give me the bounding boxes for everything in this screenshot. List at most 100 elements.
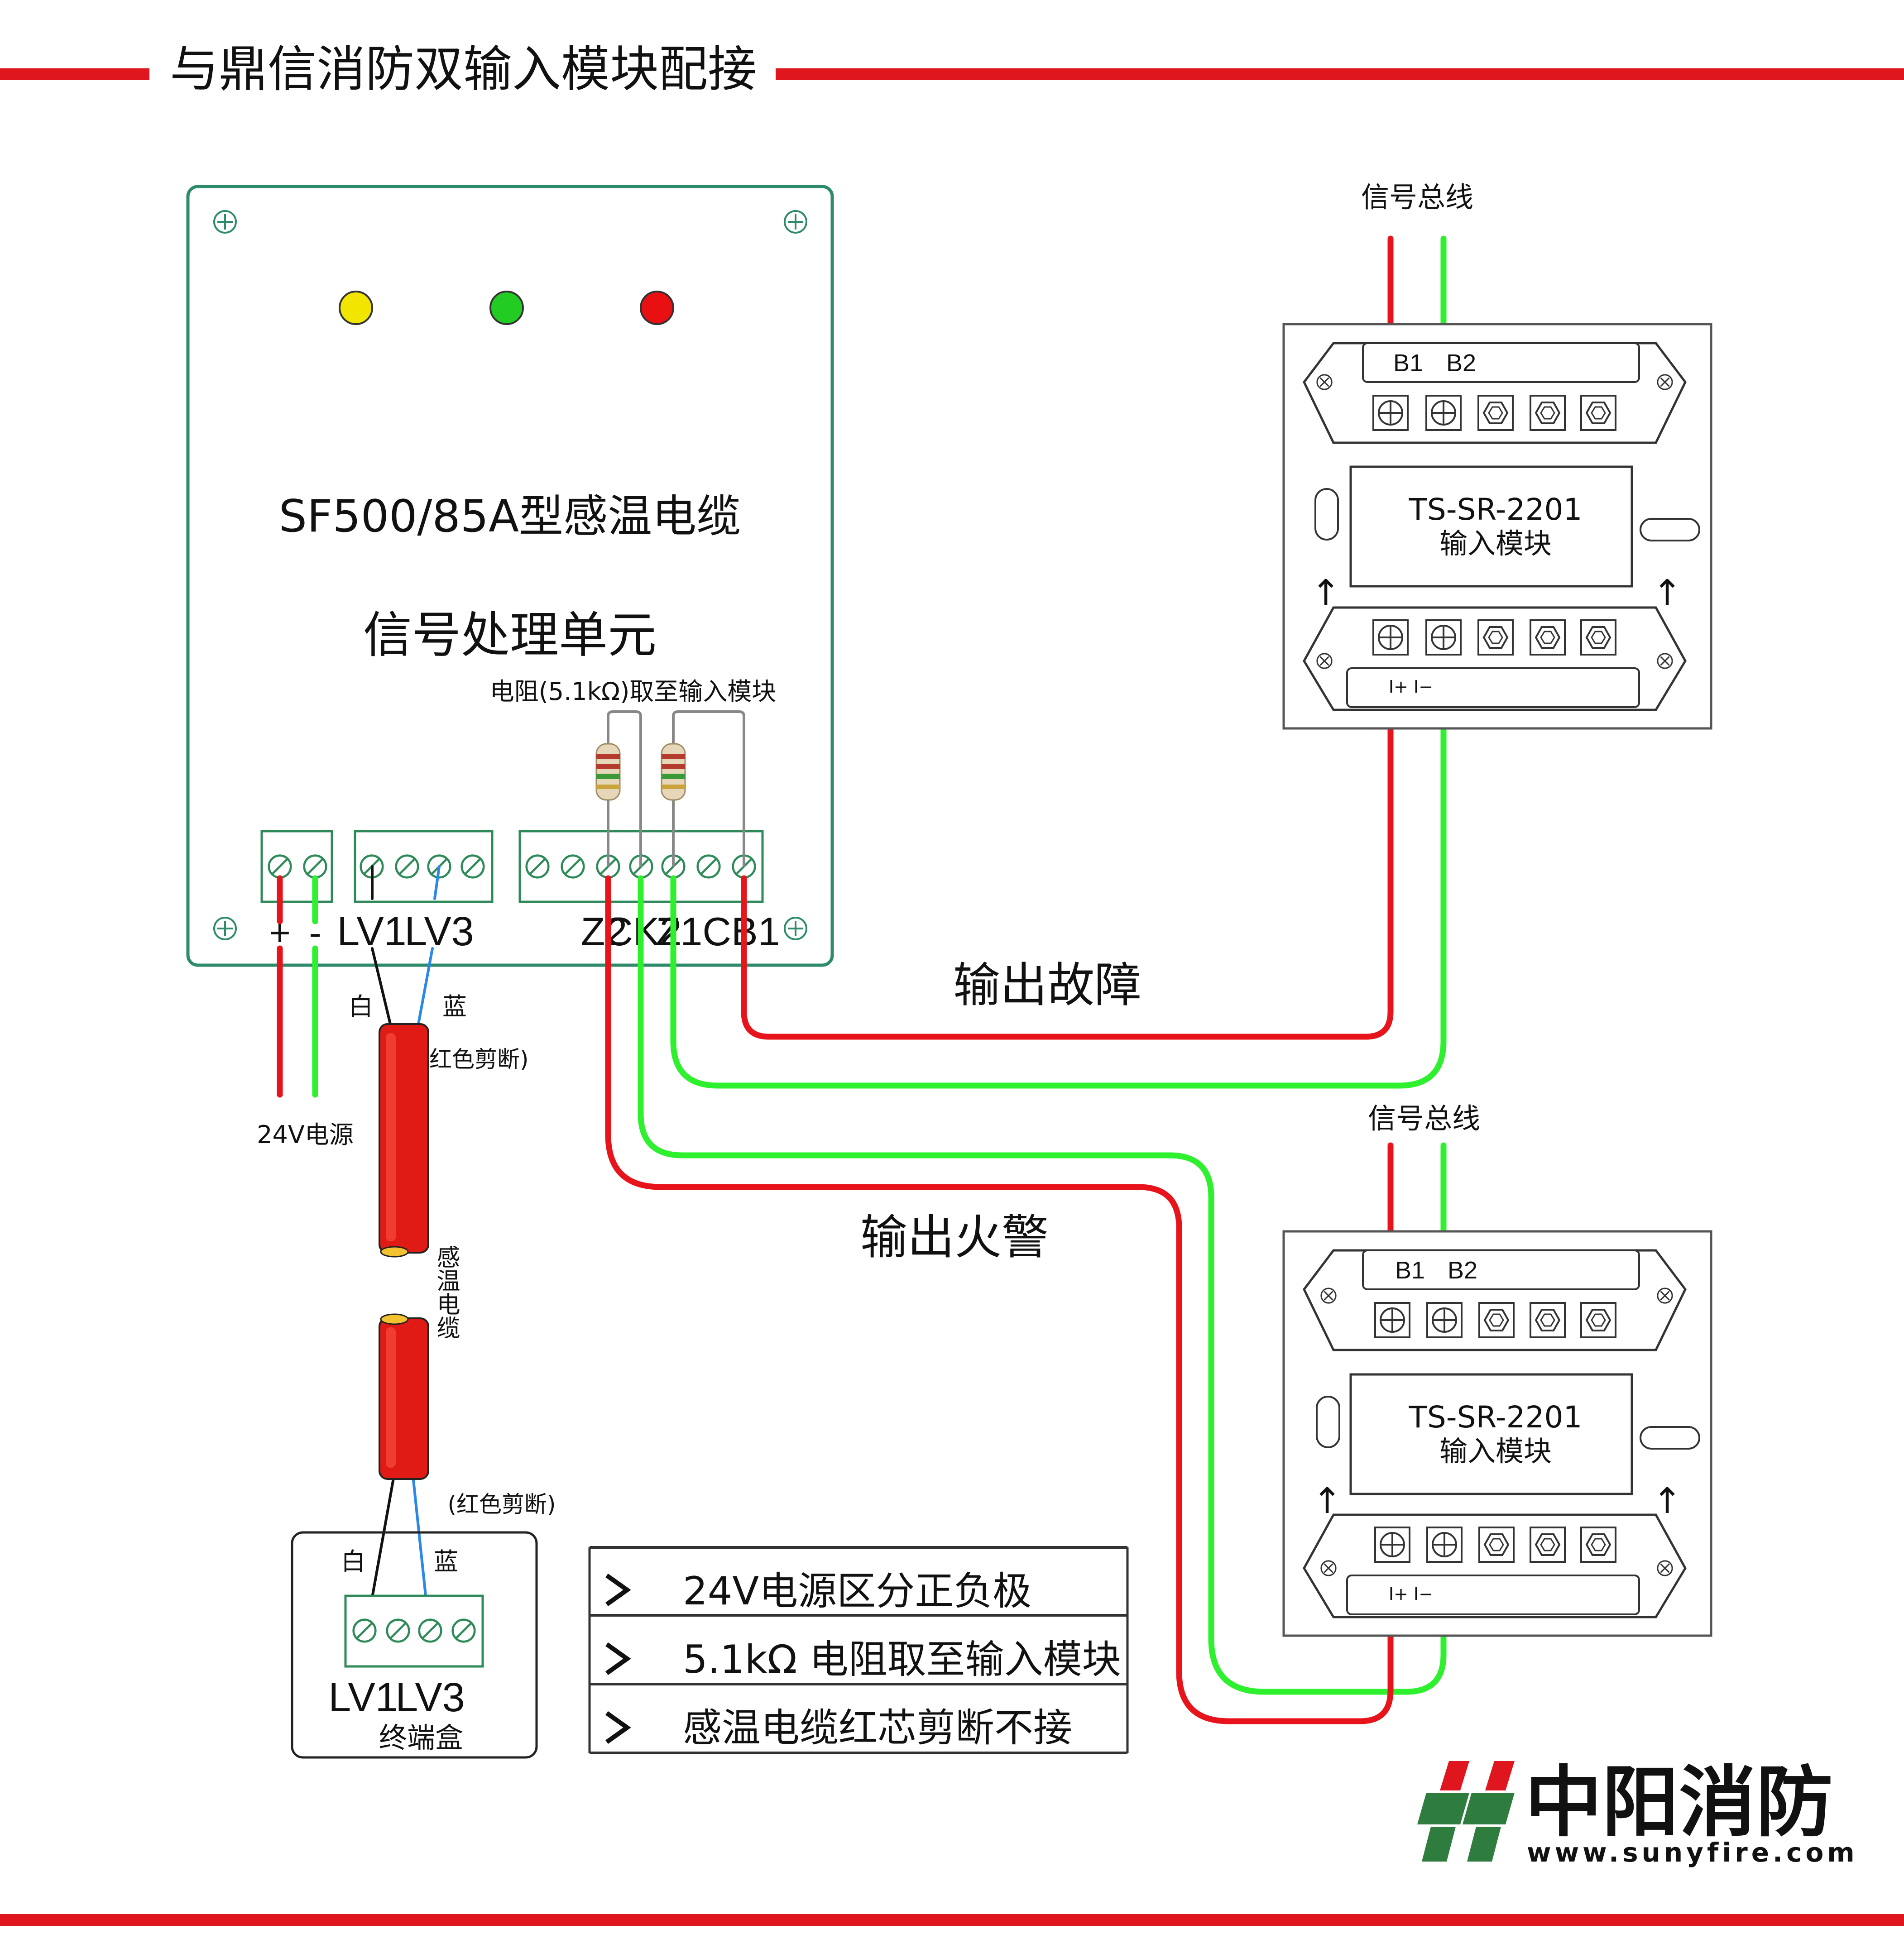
module-model: TS-SR-2201 <box>1409 492 1583 527</box>
cable-highlight <box>386 1327 396 1468</box>
module-slot <box>1640 518 1700 541</box>
hex-screw-icon <box>1478 1302 1515 1338</box>
cable-core-end <box>380 1246 409 1258</box>
terminal-label-lv1: LV1 <box>337 909 406 954</box>
bus-screw-icon <box>1425 395 1462 431</box>
terminal-screw-icon <box>462 856 484 878</box>
module-model: TS-SR-2201 <box>1409 1400 1583 1435</box>
led-green <box>489 291 524 325</box>
footer-rule <box>0 1914 1904 1926</box>
cable-cut-note-2: (红色剪断) <box>447 1491 556 1517</box>
module-bus-label: 信号总线 <box>1368 1102 1480 1135</box>
input-module-2: 信号总线 B1 B2 TS-SR-2201 输入模块 ↑ ↑ I+ I− <box>1282 1102 1712 1637</box>
output-fire-label: 输出火警 <box>860 1210 1049 1265</box>
module-name: 输入模块 <box>1439 527 1552 560</box>
wire-fault-red <box>741 670 1394 1040</box>
led-red <box>640 291 674 325</box>
hex-screw-icon <box>1530 619 1566 656</box>
input-module-1: 信号总线 B1 B2 TS-SR-2201 输入模块 ↑ ↑ I+ I− <box>1282 181 1712 730</box>
input-screw-icon <box>1426 1527 1463 1563</box>
input-screw-icon <box>1425 619 1462 656</box>
input-screw-icon <box>1374 1527 1410 1563</box>
cable-core-end <box>380 1313 409 1325</box>
brand-logo-icon <box>1417 1761 1515 1862</box>
module-slot <box>1640 1426 1700 1450</box>
terminal-label-z2: Z2 <box>581 909 628 954</box>
hex-screw-icon <box>1530 1527 1566 1563</box>
terminal-box: LV1 LV3 终端盒 <box>291 1531 538 1759</box>
cable-blue-label-2: 蓝 <box>434 1547 458 1576</box>
hex-screw-icon <box>1477 395 1514 431</box>
module-b1-label: B1 <box>1395 1257 1425 1284</box>
mount-screw-icon <box>1657 1560 1673 1576</box>
terminal-label-z1: Z1 <box>656 909 703 954</box>
module-slot <box>1314 488 1339 541</box>
module-bottom-marks: I+ I− <box>1389 677 1433 697</box>
page-title: 与鼎信消防双输入模块配接 <box>170 41 757 98</box>
module-b2-label: B2 <box>1446 349 1476 377</box>
led-yellow <box>339 291 373 325</box>
module-b2-label: B2 <box>1448 1257 1477 1284</box>
hex-screw-icon <box>1580 619 1616 656</box>
wire-fire-green <box>638 875 1447 1695</box>
module-name: 输入模块 <box>1439 1435 1552 1468</box>
box-label-lv1: LV1 <box>328 1675 398 1720</box>
arrow-up-icon: ↑ <box>1652 573 1682 613</box>
cable-name: 感温电缆 <box>432 1245 460 1339</box>
mount-screw-icon <box>1657 374 1673 390</box>
mount-screw-icon <box>784 917 807 940</box>
note-item: 5.1kΩ 电阻取至输入模块 <box>683 1637 1121 1682</box>
terminal-screw-icon <box>304 856 326 878</box>
mount-screw-icon <box>1316 374 1333 390</box>
hex-screw-icon <box>1530 395 1566 431</box>
module-label-panel <box>1349 465 1633 588</box>
brand-url[interactable]: www.sunyfire.com <box>1527 1837 1858 1868</box>
heat-cable: 白 蓝 (红色剪断) 感温电缆 (红色剪断) 白 蓝 <box>341 992 556 1576</box>
output-fault-label: 输出故障 <box>953 957 1141 1013</box>
mount-screw-icon <box>1320 1288 1337 1304</box>
core-blue <box>417 947 434 1025</box>
wire-fault-green <box>670 670 1447 1089</box>
terminal-screw-icon <box>269 856 291 878</box>
terminal-screw-icon <box>562 856 584 878</box>
bus-screw-icon <box>1426 1302 1463 1338</box>
mount-screw-icon <box>1657 653 1673 669</box>
module-bottom-marks: I+ I− <box>1389 1584 1433 1604</box>
box-label-lv3: LV3 <box>395 1675 465 1720</box>
bullet-arrow-icon <box>605 1573 631 1607</box>
terminal-screw-icon <box>527 856 549 878</box>
notes-box: 24V电源区分正负极 5.1kΩ 电阻取至输入模块 感温电缆红芯剪断不接 <box>588 1546 1129 1754</box>
terminal-screw-icon <box>419 1620 441 1642</box>
cable-cut-note: (红色剪断) <box>420 1046 528 1072</box>
module-top-label-slot <box>1362 342 1640 383</box>
cable-white-label: 白 <box>349 992 373 1021</box>
terminal-screw-icon <box>354 1620 376 1642</box>
resistor-jumper <box>672 710 745 866</box>
terminal-screw-icon <box>387 1620 409 1642</box>
power-label: 24V电源 <box>257 1120 354 1149</box>
wire-fire-red <box>605 875 1394 1724</box>
terminal-box-frame <box>291 1531 538 1759</box>
bullet-arrow-icon <box>605 1642 631 1675</box>
terminal-screw-icon <box>453 1620 475 1642</box>
brand-name: 中阳消防 <box>1525 1758 1833 1848</box>
bus-screw-icon <box>1372 395 1409 431</box>
terminal-box-name: 终端盒 <box>379 1721 463 1754</box>
core-blue <box>433 865 441 900</box>
header: 与鼎信消防双输入模块配接 <box>0 41 1904 98</box>
core-white <box>371 947 392 1025</box>
mount-screw-icon <box>1657 1288 1673 1304</box>
module-bottom-label-slot <box>1346 1575 1640 1615</box>
terminal-screw-icon <box>698 856 720 878</box>
header-rule-right <box>776 68 1904 80</box>
unit-model: SF500/85A型感温电缆 <box>279 491 741 542</box>
brand: 中阳消防 www.sunyfire.com <box>1417 1758 1858 1868</box>
cable-white-label-2: 白 <box>341 1547 365 1576</box>
module-bus-label: 信号总线 <box>1361 181 1473 214</box>
module-label-panel <box>1349 1373 1633 1495</box>
mount-screw-icon <box>784 210 807 234</box>
resistor-note: 电阻(5.1kΩ)取至输入模块 <box>490 677 777 706</box>
bullet-arrow-icon <box>605 1711 631 1744</box>
